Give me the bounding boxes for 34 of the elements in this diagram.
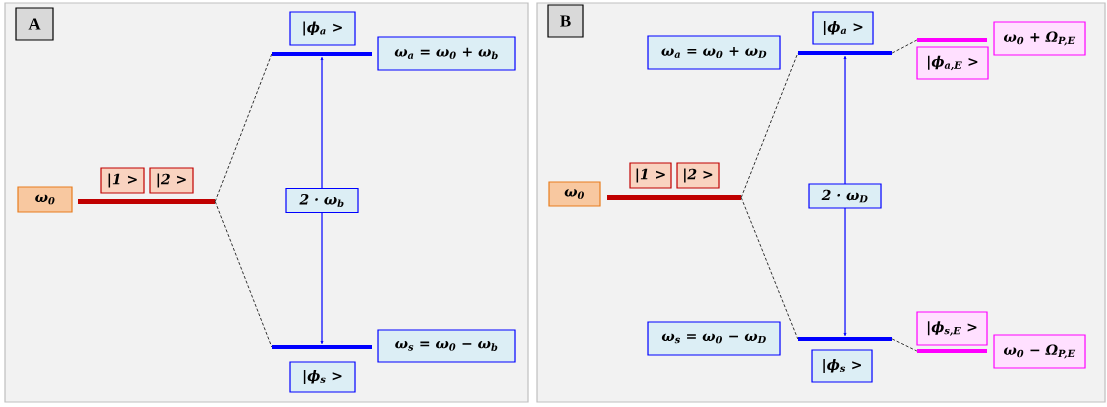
- state-box: ω$_{s}$ = ω$_{0}$ − ω$_{D}$: [647, 321, 781, 356]
- state-box: |1 >: [100, 167, 145, 194]
- state-box: |2 >: [676, 162, 720, 189]
- state-box: |1 >: [629, 162, 672, 189]
- double-arrow: [843, 55, 847, 337]
- state-box: |ϕ$_{s}$ >: [811, 349, 873, 383]
- edge-label: 2 · ω$_{D}$: [808, 183, 882, 209]
- panel-label: A: [15, 7, 54, 41]
- state-box: |ϕ$_{a}$ >: [289, 11, 356, 46]
- state-box: |ϕ$_{a}$ >: [812, 11, 874, 45]
- state-box: ω$_{s}$ = ω$_{0}$ − ω$_{b}$: [377, 329, 516, 363]
- state-box: ω$_{a}$ = ω$_{0}$ + ω$_{D}$: [647, 35, 781, 70]
- edge-label: 2 · ω$_{b}$: [285, 187, 359, 214]
- state-box: ω$_{0}$ − Ω$_{P,E}$: [993, 334, 1086, 369]
- energy-level: [78, 199, 215, 204]
- state-box: |ϕ$_{s}$ >: [289, 361, 356, 393]
- connector-line: [891, 338, 918, 352]
- state-box: |ϕ$_{s,E}$ >: [916, 311, 988, 346]
- frequency-box: ω$_{0}$: [548, 181, 601, 207]
- state-box: |2 >: [149, 167, 194, 194]
- double-arrow: [320, 56, 324, 345]
- connector-line: [214, 53, 273, 202]
- panel-label: B: [547, 4, 584, 38]
- state-box: ω$_{0}$ + Ω$_{P,E}$: [993, 21, 1086, 56]
- energy-level: [607, 195, 741, 200]
- connector-line: [891, 39, 918, 54]
- frequency-box: ω$_{0}$: [17, 186, 73, 213]
- state-box: ω$_{a}$ = ω$_{0}$ + ω$_{b}$: [377, 36, 516, 71]
- state-box: |ϕ$_{a,E}$ >: [916, 46, 989, 80]
- connector-line: [740, 52, 799, 198]
- energy-level: [917, 38, 987, 42]
- connector-line: [740, 197, 799, 340]
- connector-line: [214, 201, 273, 348]
- energy-level: [917, 349, 987, 353]
